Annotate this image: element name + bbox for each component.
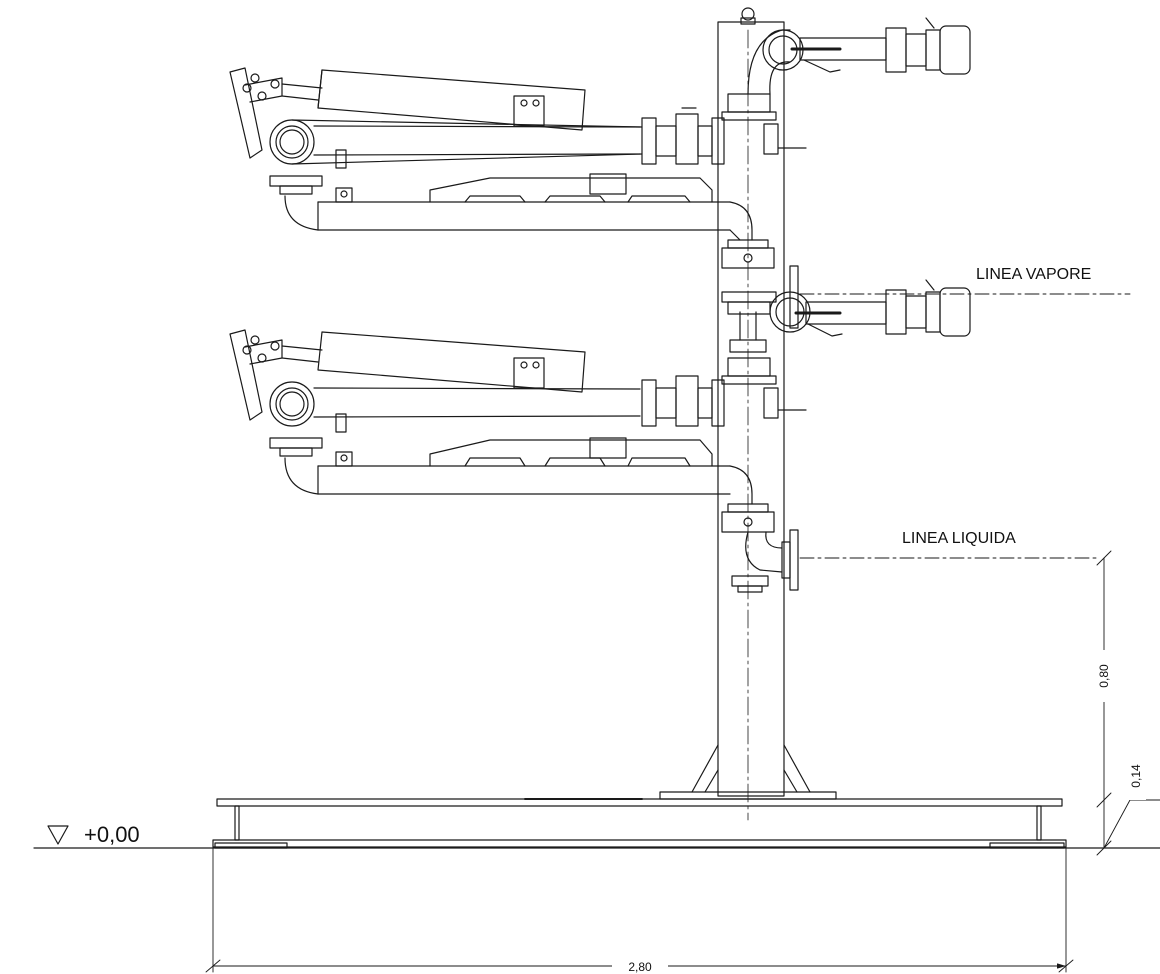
upper-arm-assembly <box>229 17 971 269</box>
lower-arm-assembly <box>229 265 971 533</box>
ground-level-label: +0,00 <box>84 822 140 847</box>
triangle-down-icon <box>47 825 69 845</box>
liquid-height-dimension-label: 0,80 <box>1097 664 1111 688</box>
base-height-dimension-label: 0,14 <box>1129 764 1143 788</box>
leader-lines <box>799 293 1131 559</box>
width-dimension-label: 2,80 <box>628 960 652 974</box>
liquid-inlet <box>731 529 799 593</box>
column <box>659 7 837 821</box>
base-frame <box>212 798 1067 849</box>
dimension-lines <box>205 550 1160 973</box>
liquid-line-label: LINEA LIQUIDA <box>902 530 1016 547</box>
vapour-line-label: LINEA VAPORE <box>976 266 1091 283</box>
